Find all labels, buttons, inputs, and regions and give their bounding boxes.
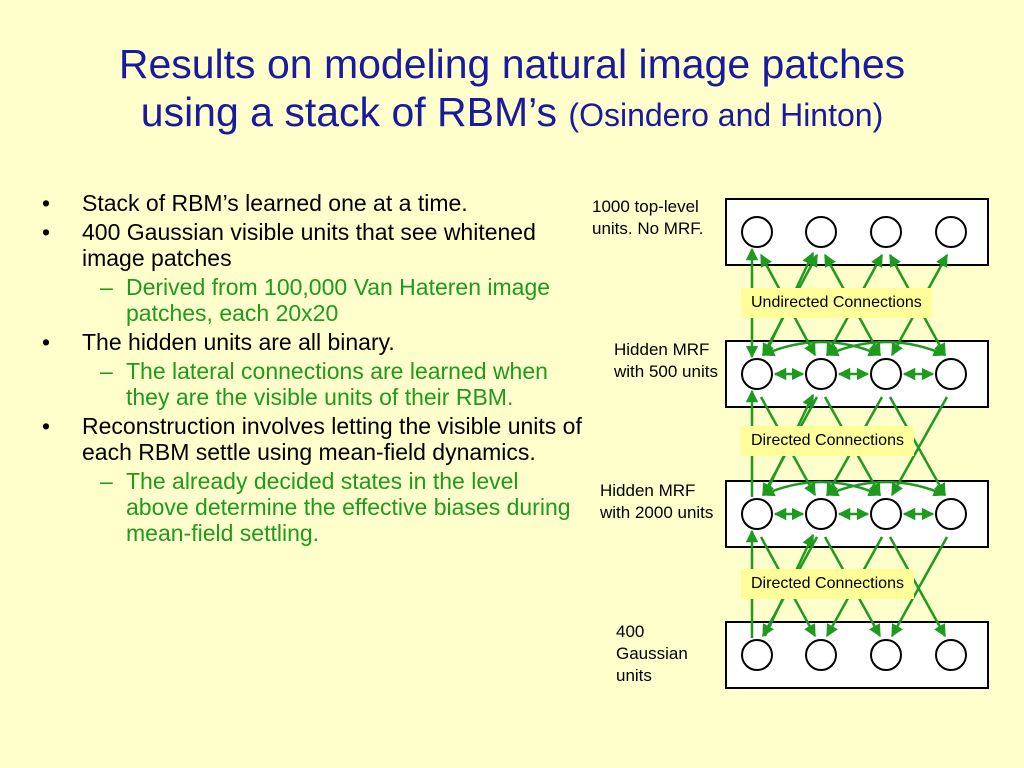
sub-bullet-dash: – [100,468,113,494]
title-citation: (Osindero and Hinton) [568,97,884,133]
sub-bullet-dash: – [100,358,113,384]
unit-node [741,216,773,248]
bullet-text: The hidden units are all binary. [82,329,395,355]
bullet-dot: • [42,413,51,439]
sub-bullet-item: – The lateral connections are learned wh… [42,358,582,410]
sub-bullet-dash: – [100,274,113,300]
unit-node [870,216,902,248]
unit-node [805,639,837,671]
lateral-arc [825,480,947,497]
bullet-dot: • [42,190,51,216]
unit-node [741,498,773,530]
bullet-item: • 400 Gaussian visible units that see whi… [42,219,582,271]
unit-node [741,358,773,390]
directed-connections-label-1: Directed Connections [741,426,914,456]
unit-node [805,498,837,530]
sub-bullet-item: –The already decided states in the level… [42,468,582,546]
bullet-item: • Stack of RBM’s learned one at a time. [42,190,582,216]
visible-layer-label: 400 Gaussian units [616,622,688,685]
unit-node [870,358,902,390]
bullet-item: • Reconstruction involves letting the vis… [42,413,582,465]
bullet-dot: • [42,219,51,245]
title-main: using a stack of RBM’s [140,89,569,135]
bullet-list: • Stack of RBM’s learned one at a time. •… [42,190,582,549]
connection-arrow [888,396,947,497]
title-line-2: using a stack of RBM’s (Osindero and Hin… [0,88,1024,139]
bullet-text: Reconstruction involves letting the visi… [82,413,582,465]
bullet-text: 400 Gaussian visible units that see whit… [82,219,536,271]
bullet-text: Stack of RBM’s learned one at a time. [82,190,468,216]
lateral-arc [825,340,947,357]
sub-bullet-item: –Derived from 100,000 Van Hateren image … [42,274,582,326]
unit-node [870,498,902,530]
bullet-item: • The hidden units are all binary. [42,329,582,355]
sub-bullet-text: The already decided states in the level … [126,468,571,546]
sub-bullet-text: Derived from 100,000 Van Hateren image p… [126,274,551,326]
unit-node [935,639,967,671]
hidden-500-label: Hidden MRF with 500 units [614,340,718,381]
connection-arrow [890,396,949,497]
slide-title: Results on modeling natural image patche… [0,40,1024,139]
undirected-connections-label: Undirected Connections [741,288,932,318]
connection-arrow [890,536,949,638]
top-layer-label: 1000 top-level units. No MRF. [592,197,704,238]
unit-nodes [741,216,967,671]
title-line-1: Results on modeling natural image patche… [118,41,906,87]
unit-node [870,639,902,671]
directed-connections-label-2: Directed Connections [741,569,914,599]
unit-node [805,216,837,248]
unit-node [935,358,967,390]
unit-node [741,639,773,671]
hidden-2000-label: Hidden MRF with 2000 units [600,481,714,522]
unit-node [935,498,967,530]
sub-bullet-text: The lateral connections are learned when… [126,358,548,410]
connection-arrow [888,536,947,638]
unit-node [805,358,837,390]
bullet-dot: • [42,329,51,355]
unit-node [935,216,967,248]
